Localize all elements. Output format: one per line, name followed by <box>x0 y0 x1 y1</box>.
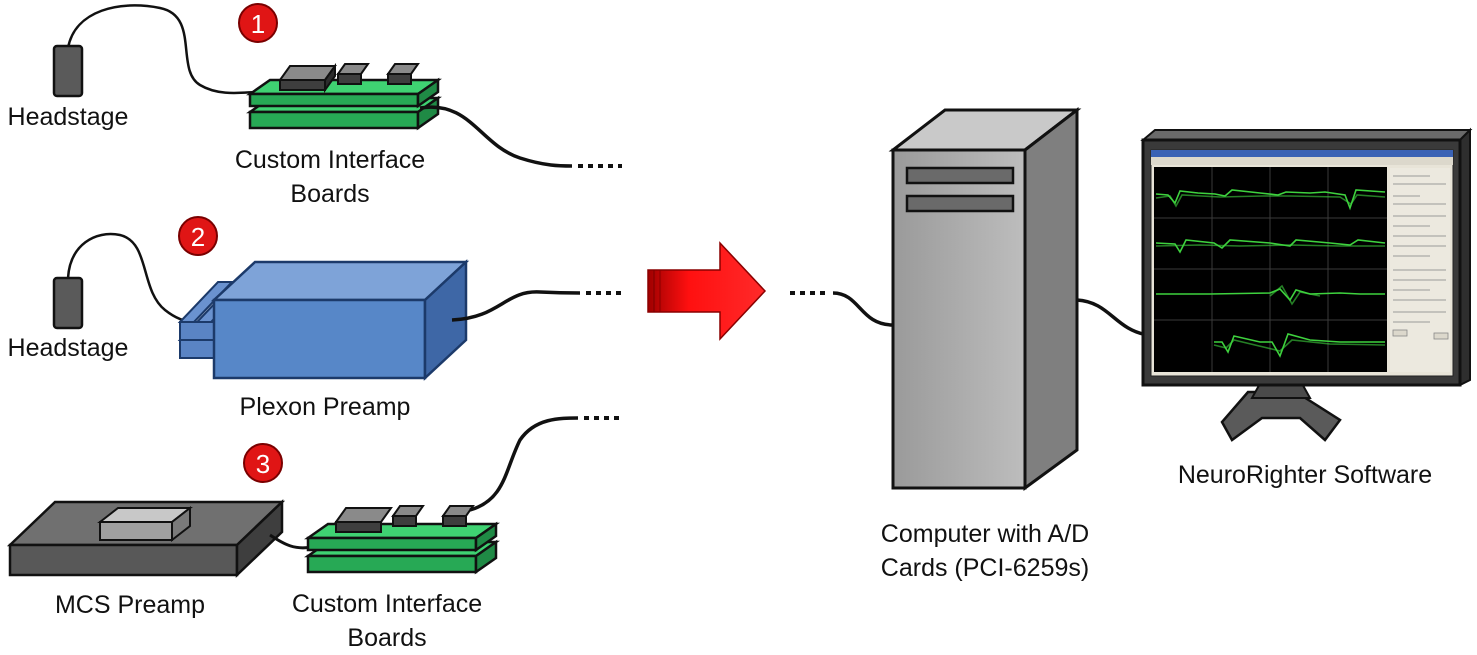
badge-1: 1 <box>238 3 278 43</box>
computer-label-line2: Cards (PCI-6259s) <box>880 554 1090 582</box>
setup-2: 2 <box>52 216 624 381</box>
headstage-1-icon <box>52 44 84 98</box>
drive-bay-1 <box>905 166 1015 185</box>
computer-to-monitor-cable <box>1076 298 1149 337</box>
plexon-output-cable <box>451 290 581 322</box>
custom-interface-boards-1-label-line1: Custom Interface <box>234 146 426 174</box>
custom-interface-boards-1-icon <box>246 62 442 131</box>
headstage-1-cable <box>66 4 259 95</box>
custom-interface-boards-3-icon <box>304 505 500 575</box>
badge-3-number: 3 <box>256 449 270 479</box>
headstage-2-label: Headstage <box>7 334 129 362</box>
badge-2: 2 <box>178 216 218 256</box>
computer-tower-icon <box>790 106 1082 491</box>
headstage-2-icon <box>52 276 84 330</box>
neurorighter-software-label: NeuroRighter Software <box>1177 461 1433 489</box>
badge-2-number: 2 <box>191 222 205 252</box>
software-side-panel <box>1390 168 1450 372</box>
headstage-1-label: Headstage <box>7 103 129 131</box>
boards-1-output-cable <box>419 105 573 168</box>
badge-1-number: 1 <box>251 9 265 39</box>
waveform-traces <box>1155 189 1386 358</box>
custom-interface-boards-3-label-line1: Custom Interface <box>291 590 483 618</box>
mcs-preamp-label: MCS Preamp <box>54 591 206 619</box>
computer-input-cable <box>832 291 894 327</box>
custom-interface-boards-1-label-line2: Boards <box>290 180 370 208</box>
drive-bay-2 <box>905 194 1015 213</box>
headstage-2-cable <box>66 232 196 324</box>
setup-1: 1 <box>52 3 622 168</box>
setup-3: 3 <box>6 416 622 578</box>
boards-3-output-cable <box>469 416 579 512</box>
monitor-icon <box>1140 127 1473 442</box>
badge-3: 3 <box>243 443 283 483</box>
connection-arrow <box>647 241 767 341</box>
computer-label-line1: Computer with A/D <box>880 520 1090 548</box>
waveform-grid <box>1154 167 1387 372</box>
plexon-preamp-label: Plexon Preamp <box>239 393 411 421</box>
custom-interface-boards-3-label-line2: Boards <box>347 624 427 652</box>
mcs-preamp-icon <box>6 499 286 578</box>
plexon-preamp-icon <box>177 259 470 381</box>
monitor-stand <box>1220 390 1342 442</box>
